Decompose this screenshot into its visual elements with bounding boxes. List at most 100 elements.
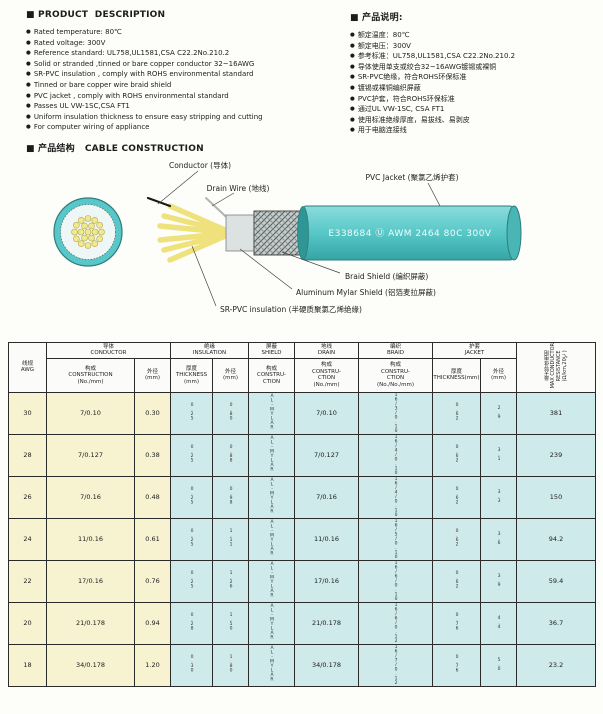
jacket-od-cell: 3.3 [479, 475, 518, 519]
bullet-icon: ● [350, 127, 355, 134]
spec-item-text: For computer wiring of appliance [33, 123, 150, 132]
braid-cell: 16/6/0.10 [358, 559, 433, 603]
spec-item-text: 通过UL VW-1SC, CSA FT1 [357, 105, 445, 114]
label-pvc-jacket: PVC Jacket (聚氯乙烯护套) [365, 172, 458, 182]
awg-cell: 26 [8, 475, 47, 519]
header-drain-group: 地线 DRAIN [294, 341, 359, 359]
cable-diagram: E338684 Ⓤ AWM 2464 80C 300V Conductor (导… [53, 160, 522, 314]
insulation-thickness-cell: 0.25 [170, 517, 213, 561]
insulation-od-cell: 0.98 [212, 475, 249, 519]
spec-item-text: Solid or stranded ,tinned or bare copper… [33, 59, 255, 68]
table-row: 30 7/0.10 0.30 0.25 0.80 AL-MYLAR 7/0.10… [8, 391, 597, 435]
table-row: 22 17/0.16 0.76 0.25 1.26 AL-MYLAR 17/0.… [8, 559, 597, 603]
resistance-cell: 59.4 [516, 559, 597, 603]
spec-item-text: 参考标准：UL758,UL1581,CSA C22.2No.210.2 [357, 52, 516, 61]
insulation-thickness-cell: 0.25 [170, 433, 213, 477]
jacket-thickness-cell: 0.62 [432, 559, 481, 603]
drain-cell: 17/0.16 [294, 559, 359, 603]
jacket-od-cell: 2.9 [479, 391, 518, 435]
spec-item: ●Reference standard: UL758,UL1581,CSA C2… [26, 48, 334, 59]
bullet-icon: ● [26, 71, 31, 78]
product-description-list-en: ●Rated temperature: 80℃ ●Rated voltage: … [26, 27, 334, 133]
drain-cell: 7/0.10 [294, 391, 359, 435]
table-row: 24 11/0.16 0.61 0.25 1.11 AL-MYLAR 11/0.… [8, 517, 597, 561]
insulation-thickness-cell: 0.25 [170, 475, 213, 519]
spec-table: 线规 AWG 导体 CONDUCTOR 绝缘 INSULATION 屏蔽 SHI… [8, 341, 597, 687]
insulation-thickness-cell: 0.28 [170, 601, 213, 645]
resistance-cell: 381 [516, 391, 597, 435]
leader-line [239, 248, 293, 290]
product-description-en: ■ PRODUCT DESCRIPTION ●Rated temperature… [26, 10, 334, 136]
conductor-construction-cell: 17/0.16 [46, 559, 135, 603]
spec-item-text: 用于电脑连接线 [357, 126, 407, 135]
spec-item: ●额定温度：80℃ [350, 30, 591, 41]
conductor-construction-cell: 7/0.10 [46, 391, 135, 435]
shield-cell: AL-MYLAR [248, 643, 295, 687]
construction-title: ■ 产品结构 CABLE CONSTRUCTION [26, 143, 204, 154]
spec-item-text: SR-PVC insulation , comply with ROHS env… [33, 70, 254, 79]
header-insulation-group: 绝缘 INSULATION [170, 341, 249, 359]
bullet-icon: ● [26, 113, 31, 120]
bullet-icon: ● [26, 29, 31, 35]
bullet-icon: ● [26, 60, 31, 67]
spec-item: ●Uniform insulation thickness to ensure … [26, 112, 334, 123]
conductor-od-cell: 0.76 [134, 559, 171, 603]
spec-item: ●For computer wiring of appliance [26, 122, 334, 133]
table-row: 18 34/0.178 1.20 0.30 1.80 AL-MYLAR 34/0… [8, 643, 597, 687]
header-shield-group: 屏蔽 SHIELD [248, 341, 295, 359]
braid-layer [253, 210, 303, 256]
spec-item: ●SR-PVC insulation , comply with ROHS en… [26, 69, 334, 80]
shield-cell: AL-MYLAR [248, 433, 295, 477]
bullet-icon: ● [26, 50, 31, 57]
shield-cell: AL-MYLAR [248, 601, 295, 645]
bullet-icon: ● [350, 74, 355, 81]
bullet-icon: ● [350, 63, 355, 70]
spec-item-text: Passes UL VW-1SC,CSA FT1 [33, 102, 130, 111]
drain-cell: 34/0.178 [294, 643, 359, 687]
header-conductor-construction: 构成 CONSTRUCTION (No./mm) [46, 357, 135, 393]
awg-cell: 22 [8, 559, 47, 603]
header-max-resistance: 最大导体电阻 MAX CONDUCTOR RESISTANCE (Ω/km,20… [516, 341, 597, 393]
insulation-od-cell: 1.80 [212, 643, 249, 687]
jacket-thickness-cell: 0.62 [432, 433, 481, 477]
spec-item: ●Passes UL VW-1SC,CSA FT1 [26, 101, 334, 112]
spec-item-text: 导体使用单支或绞合32~16AWG镀锡或裸铜 [357, 62, 497, 71]
spec-item-text: 额定温度：80℃ [357, 31, 410, 39]
bullet-icon: ● [26, 39, 31, 46]
spec-item-text: Rated voltage: 300V [33, 38, 106, 47]
table-row: 20 21/0.178 0.94 0.28 1.50 AL-MYLAR 21/0… [8, 601, 597, 645]
resistance-cell: 23.2 [516, 643, 597, 687]
shield-cell: AL-MYLAR [248, 559, 295, 603]
resistance-cell: 94.2 [516, 517, 597, 561]
product-description-title-cn: ■ 产品说明: [350, 13, 403, 23]
header-braid-group: 编织 BRAID [358, 341, 433, 359]
bullet-icon: ● [350, 53, 355, 60]
spec-item-text: Rated temperature: 80℃ [33, 28, 122, 36]
jacket-thickness-cell: 0.62 [432, 475, 481, 519]
spec-table-section: 线规 AWG 导体 CONDUCTOR 绝缘 INSULATION 屏蔽 SHI… [8, 341, 597, 687]
bullet-icon: ● [350, 42, 355, 49]
spec-item: ●参考标准：UL758,UL1581,CSA C22.2No.210.2 [350, 51, 591, 62]
shield-cell: AL-MYLAR [248, 391, 295, 435]
spec-item: ●Rated temperature: 80℃ [26, 27, 334, 38]
spec-item: ●SR-PVC绝缘，符合ROHS环保标准 [350, 72, 591, 83]
conductor-construction-cell: 7/0.16 [46, 475, 135, 519]
header-jacket-od: 外径 (mm) [479, 357, 518, 393]
insulation-thickness-cell: 0.30 [170, 643, 213, 687]
bullet-icon: ● [350, 95, 355, 102]
bullet-icon: ● [26, 81, 31, 88]
conductor-od-cell: 0.48 [134, 475, 171, 519]
braid-cell: 16/7/0.12 [358, 643, 433, 687]
jacket-od-cell: 3.6 [479, 517, 518, 561]
insulation-od-cell: 1.50 [212, 601, 249, 645]
conductor-od-cell: 0.30 [134, 391, 171, 435]
leader-line [281, 251, 341, 274]
spec-item-text: Tinned or bare copper wire braid shield [33, 80, 172, 89]
aluminum-mylar-layer [225, 214, 255, 252]
spec-item: ●导体使用单支或绞合32~16AWG镀锡或裸铜 [350, 62, 591, 73]
header-jacket-group: 护套 JACKET [431, 341, 518, 359]
resistance-cell: 150 [516, 475, 597, 519]
insulation-od-cell: 1.11 [212, 517, 249, 561]
leader-line [157, 170, 199, 205]
jacket-layer [297, 205, 522, 261]
